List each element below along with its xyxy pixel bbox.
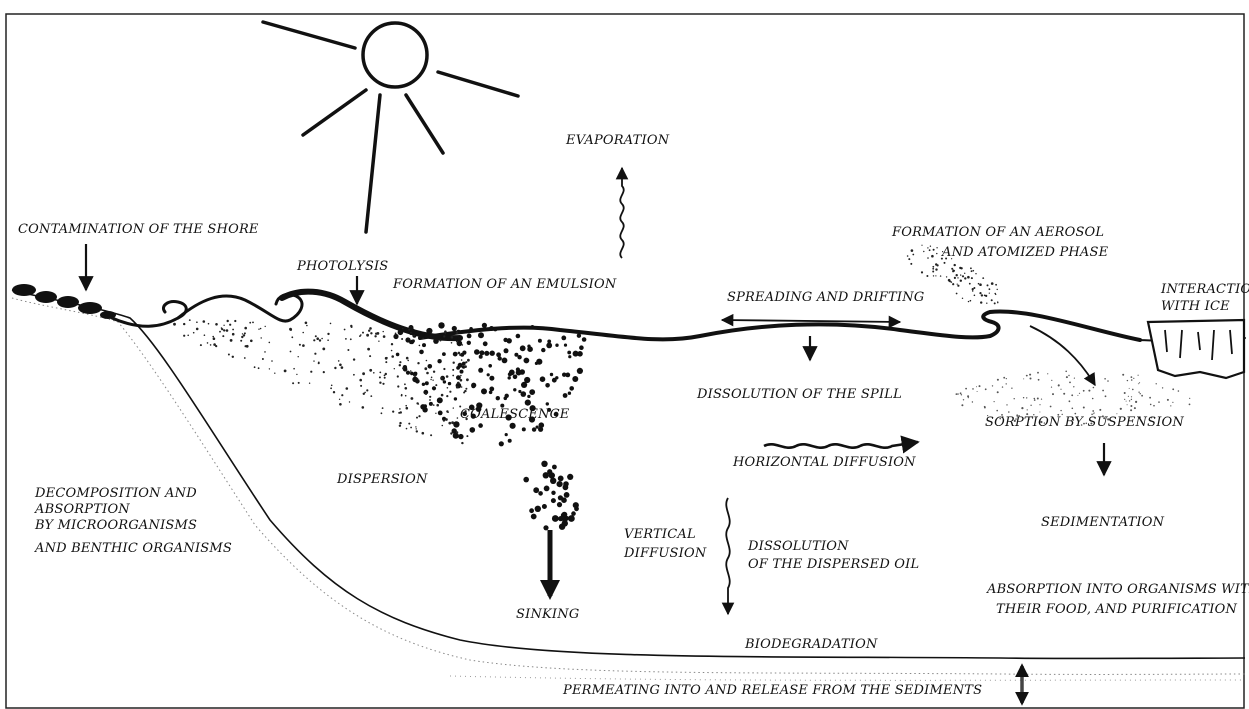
ice-floe-icon (1148, 320, 1244, 378)
label-interaction: INTERACTION (1161, 282, 1249, 298)
label-coalescence: COALESCENCE (460, 407, 569, 423)
vertical-diffusion-arrow (726, 498, 729, 614)
label-biodegradation: BIODEGRADATION (745, 637, 878, 653)
label-photolysis: PHOTOLYSIS (297, 259, 388, 275)
evaporation-arrow (620, 168, 623, 258)
shore-oil-deposits (12, 284, 116, 319)
spreading-arrow (722, 320, 900, 322)
emulsion-droplets (393, 322, 586, 446)
label-vertical: VERTICAL (624, 527, 696, 543)
label-spreading-and-drifting: SPREADING AND DRIFTING (727, 290, 924, 306)
label-evaporation: EVAPORATION (566, 133, 669, 149)
label-formation-of-an-emulsion: FORMATION OF AN EMULSION (393, 277, 616, 293)
label-horizontal-diffusion: HORIZONTAL DIFFUSION (733, 455, 916, 471)
label-sorption-by-suspension: SORPTION BY SUSPENSION (985, 415, 1184, 431)
sun-icon (263, 22, 518, 232)
label-dissolution-of-the-spill: DISSOLUTION OF THE SPILL (697, 387, 902, 403)
label-sinking: SINKING (516, 607, 579, 623)
label-permeating: PERMEATING INTO AND RELEASE FROM THE SED… (563, 683, 982, 699)
label-decomposition-line3: BY MICROORGANISMS (35, 518, 197, 534)
label-diffusion: DIFFUSION (624, 546, 706, 562)
label-decomposition-line2: ABSORPTION (35, 502, 130, 518)
horizontal-diffusion-arrow (764, 442, 918, 448)
label-of-the-dispersed-oil: OF THE DISPERSED OIL (748, 557, 919, 573)
label-with-ice: WITH ICE (1161, 299, 1230, 315)
label-decomposition-line1: DECOMPOSITION AND (35, 486, 197, 502)
ice-interaction-arrow (1030, 326, 1095, 385)
label-contamination-of-the-shore: CONTAMINATION OF THE SHORE (18, 222, 259, 238)
label-their-food-and-purification: THEIR FOOD, AND PURIFICATION (996, 602, 1237, 618)
label-dissolution: DISSOLUTION (748, 539, 849, 555)
label-atomized-phase: AND ATOMIZED PHASE (942, 245, 1108, 261)
label-dispersion: DISPERSION (337, 472, 428, 488)
label-decomposition-line4: AND BENTHIC ORGANISMS (35, 541, 232, 557)
label-sedimentation: SEDIMENTATION (1041, 515, 1164, 531)
water-surface (112, 292, 1245, 341)
label-formation-of-an-aerosol: FORMATION OF AN AEROSOL (892, 225, 1104, 241)
oil-droplets-icon (523, 461, 579, 531)
label-absorption-into-organisms: ABSORPTION INTO ORGANISMS WITH (987, 582, 1249, 598)
